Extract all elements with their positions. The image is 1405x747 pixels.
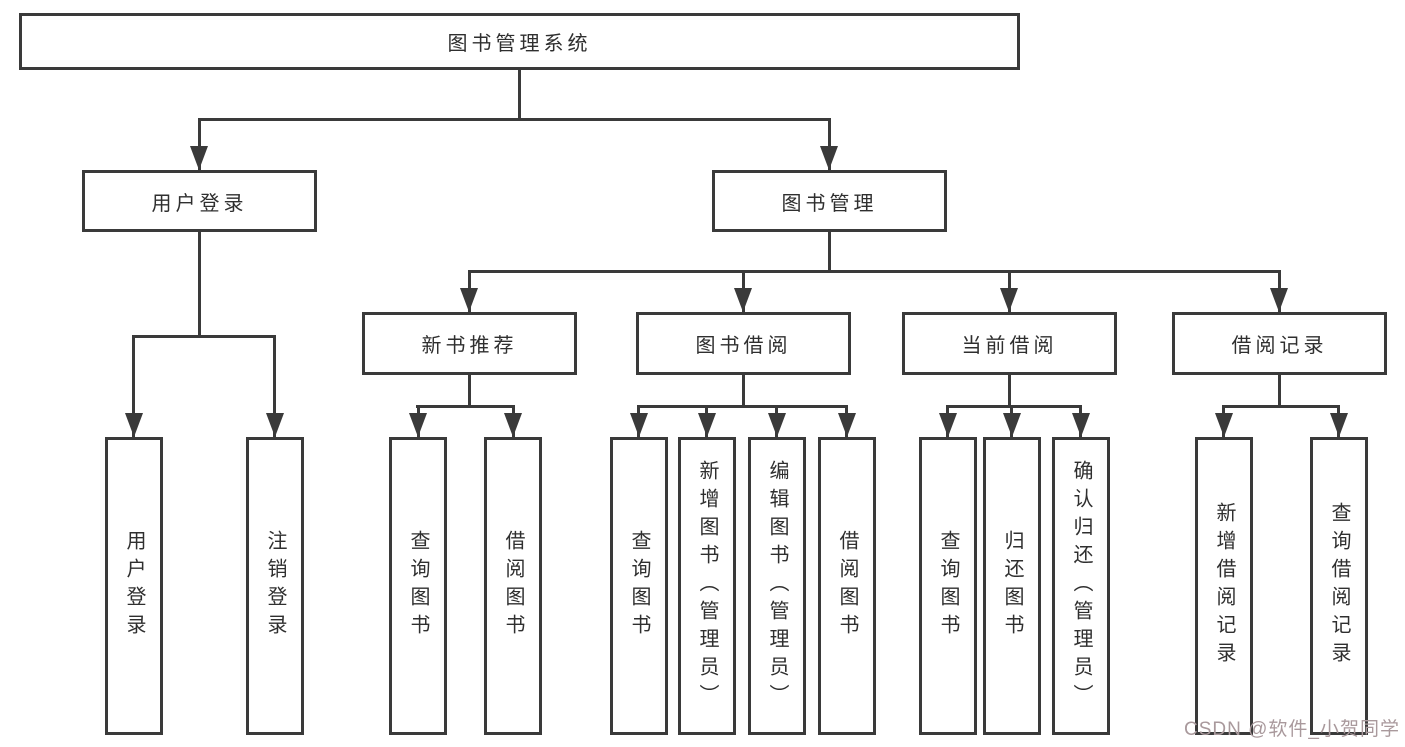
connector-line: [637, 405, 848, 408]
connector-line: [1222, 405, 1340, 408]
leaf-label: 注销登录: [264, 530, 286, 642]
arrow-down-icon: [460, 288, 478, 312]
node-library-management-system: 图书管理系统: [19, 13, 1020, 70]
node-label: 图书借阅: [695, 335, 792, 357]
connector-line: [518, 70, 521, 118]
leaf-label: 查询图书: [628, 530, 650, 642]
arrow-down-icon: [838, 413, 856, 437]
connector-line: [828, 118, 831, 170]
arrow-down-icon: [630, 413, 648, 437]
arrow-down-icon: [698, 413, 716, 437]
connector-line: [132, 335, 276, 338]
connector-line: [468, 375, 471, 405]
connector-line: [742, 375, 745, 405]
connector-line: [1008, 375, 1011, 405]
leaf-query-books-recommend: 查询图书: [389, 437, 447, 735]
arrow-down-icon: [734, 288, 752, 312]
node-label: 当前借阅: [961, 335, 1058, 357]
leaf-label: 借阅图书: [502, 530, 524, 642]
leaf-label: 查询图书: [407, 530, 429, 642]
connector-line: [828, 232, 831, 270]
connector-line: [273, 335, 276, 437]
leaf-edit-books-admin: 编辑图书（管理员）: [748, 437, 806, 735]
arrow-down-icon: [125, 413, 143, 437]
arrow-down-icon: [266, 413, 284, 437]
arrow-down-icon: [1330, 413, 1348, 437]
arrow-down-icon: [820, 146, 838, 170]
node-label: 图书管理: [781, 192, 878, 215]
connector-line: [198, 118, 201, 170]
node-current-borrowing: 当前借阅: [902, 312, 1117, 375]
arrow-down-icon: [504, 413, 522, 437]
leaf-borrow-books: 借阅图书: [818, 437, 876, 735]
leaf-add-books-admin: 新增图书（管理员）: [678, 437, 736, 735]
leaf-label: 新增借阅记录: [1213, 502, 1235, 670]
leaf-label: 归还图书: [1001, 530, 1023, 642]
connector-line: [1278, 375, 1281, 405]
arrow-down-icon: [1000, 288, 1018, 312]
leaf-label: 用户登录: [123, 530, 145, 642]
connector-line: [468, 270, 1281, 273]
node-book-borrowing: 图书借阅: [636, 312, 851, 375]
connector-line: [946, 405, 1082, 408]
csdn-watermark: CSDN @软件_小贺同学: [1184, 719, 1400, 740]
connector-line: [198, 118, 831, 121]
leaf-query-books-borrow: 查询图书: [610, 437, 668, 735]
leaf-query-borrow-record: 查询借阅记录: [1310, 437, 1368, 735]
connector-line: [416, 405, 515, 408]
leaf-user-login: 用户登录: [105, 437, 163, 735]
leaf-borrow-books-recommend: 借阅图书: [484, 437, 542, 735]
leaf-label: 借阅图书: [836, 530, 858, 642]
connector-line: [198, 232, 201, 335]
arrow-down-icon: [768, 413, 786, 437]
leaf-label: 新增图书（管理员）: [696, 460, 718, 712]
node-new-book-recommendation: 新书推荐: [362, 312, 577, 375]
arrow-down-icon: [409, 413, 427, 437]
leaf-label: 编辑图书（管理员）: [766, 460, 788, 712]
arrow-down-icon: [1072, 413, 1090, 437]
leaf-add-borrow-record: 新增借阅记录: [1195, 437, 1253, 735]
leaf-query-books-current: 查询图书: [919, 437, 977, 735]
node-user-login: 用户登录: [82, 170, 317, 232]
leaf-confirm-return-admin: 确认归还（管理员）: [1052, 437, 1110, 735]
leaf-return-books: 归还图书: [983, 437, 1041, 735]
node-borrowing-records: 借阅记录: [1172, 312, 1387, 375]
leaf-label: 查询图书: [937, 530, 959, 642]
arrow-down-icon: [939, 413, 957, 437]
connector-line: [132, 335, 135, 437]
leaf-logout: 注销登录: [246, 437, 304, 735]
arrow-down-icon: [1003, 413, 1021, 437]
node-label: 用户登录: [151, 192, 248, 215]
node-label: 新书推荐: [421, 335, 518, 357]
leaf-label: 确认归还（管理员）: [1070, 460, 1092, 712]
node-label: 图书管理系统: [447, 33, 592, 55]
arrow-down-icon: [1270, 288, 1288, 312]
node-label: 借阅记录: [1231, 335, 1328, 357]
node-book-management: 图书管理: [712, 170, 947, 232]
arrow-down-icon: [190, 146, 208, 170]
leaf-label: 查询借阅记录: [1328, 502, 1350, 670]
arrow-down-icon: [1215, 413, 1233, 437]
